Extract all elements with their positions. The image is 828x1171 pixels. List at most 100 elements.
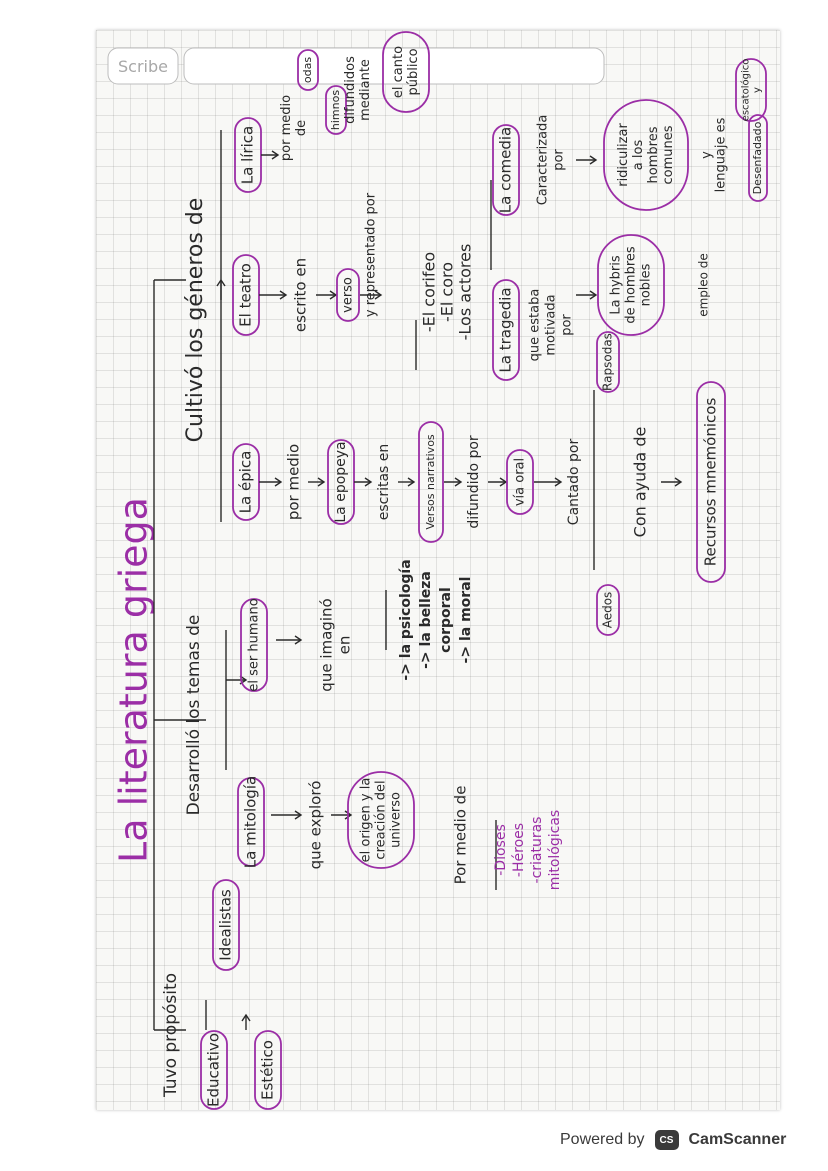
label-cantado: Cantado por xyxy=(566,439,582,526)
label-representado: y representado por xyxy=(364,192,379,317)
node-escatologico-bubble xyxy=(735,58,767,122)
label-escritas-en: escritas en xyxy=(376,444,392,521)
camscanner-logo-icon: CS xyxy=(654,1130,679,1150)
node-rapsodas-bubble xyxy=(596,331,620,393)
list-ser-humano-line-2: corporal xyxy=(438,587,454,653)
label-por-medio-de: Por medio de xyxy=(452,786,470,885)
node-odas-bubble xyxy=(297,49,319,91)
node-estetico: Estético xyxy=(259,1040,277,1100)
label-que-estaba-line-2: por xyxy=(560,314,575,336)
diagram-title: La literatura griega xyxy=(112,497,156,863)
node-mitologia: La mitología xyxy=(242,776,260,868)
label-con-ayuda: Con ayuda de xyxy=(631,427,650,538)
branch-label-temas: Desarrolló los temas de xyxy=(184,615,204,816)
node-origen-line-0: el origen y la xyxy=(359,778,374,863)
label-escritas-en: escritas en xyxy=(376,444,392,521)
branch-label-generos: Cultivó los géneros de xyxy=(183,198,208,443)
label-que-estaba-line-1: motivada xyxy=(544,294,559,355)
list-mitologia-line-1: -Héroes xyxy=(511,823,527,877)
node-aedos-bubble xyxy=(596,584,620,636)
list-roles-line-2: -Los actores xyxy=(456,244,475,341)
arrow-versos-head xyxy=(454,477,463,487)
branch-label-temas: Desarrolló los temas de xyxy=(184,615,204,816)
node-educativo: Educativo xyxy=(205,1033,223,1107)
node-via-oral: vía oral xyxy=(513,458,528,506)
label-difundidos-line-1: mediante xyxy=(358,59,373,121)
node-versos-narrativos: Versos narrativos xyxy=(424,434,437,530)
label-por-medio-de: Por medio de xyxy=(452,786,470,885)
notebook-header-field xyxy=(183,47,605,85)
camscanner-brand-text: CamScanner xyxy=(688,1131,787,1148)
node-epica: La épica xyxy=(237,451,255,514)
node-canto-publico-line-1: público xyxy=(406,48,421,95)
node-aedos: Aedos xyxy=(601,592,615,629)
node-idealistas: Idealistas xyxy=(217,889,235,961)
label-que-exploro: que exploró xyxy=(307,781,325,870)
node-rapsodas: Rapsodas xyxy=(601,333,615,391)
node-lirica: La lírica xyxy=(239,126,257,184)
arrow-proposito-head xyxy=(241,1013,251,1022)
node-epopeya: La epopeya xyxy=(333,441,349,522)
node-canto-publico-line-0: el canto xyxy=(391,46,406,98)
node-ridiculizar-line-1: a los xyxy=(631,140,646,171)
list-mitologia-line-3: mitológicas xyxy=(547,810,563,890)
list-mitologia-line-2: -criaturas xyxy=(529,817,545,884)
node-recursos-mnemonicos: Recursos mnemónicos xyxy=(702,398,720,567)
node-via-oral: vía oral xyxy=(513,458,528,506)
diagram-title: La literatura griega xyxy=(112,497,156,863)
label-que-imagino-line-0: que imaginó xyxy=(318,598,336,691)
node-verso: verso xyxy=(341,277,356,313)
branch-label-proposito: Tuvo propósito xyxy=(161,973,181,1098)
node-educativo: Educativo xyxy=(205,1033,223,1107)
node-estetico: Estético xyxy=(259,1040,277,1100)
list-mitologia-line-0: -Dioses xyxy=(493,824,509,876)
arrow-caracterizada-head xyxy=(589,155,598,165)
node-origen-bubble xyxy=(347,771,415,869)
node-comedia: La comedia xyxy=(497,127,515,213)
arrow-via-oral-head xyxy=(554,477,563,487)
label-escrito-en: escrito en xyxy=(292,258,310,332)
node-teatro: El teatro xyxy=(237,263,255,327)
arrow-lirica-head xyxy=(271,150,280,160)
label-que-imagino-line-1: en xyxy=(336,636,354,655)
label-que-exploro: que exploró xyxy=(307,781,325,870)
node-verso-bubble xyxy=(336,268,360,322)
node-comedia-bubble xyxy=(492,124,520,216)
arrow-con-ayuda-head xyxy=(674,477,683,487)
label-con-ayuda: Con ayuda de xyxy=(631,427,650,538)
arrow-escrito-head xyxy=(329,290,338,300)
node-estetico-bubble xyxy=(254,1030,282,1110)
node-ridiculizar-line-0: ridiculizar xyxy=(616,123,631,187)
node-ridiculizar-bubble xyxy=(603,99,689,211)
node-himnos-bubble xyxy=(325,85,347,135)
arrow-mitologia-head xyxy=(294,810,303,820)
list-ser-humano-line-0: -> la psicología xyxy=(398,559,414,680)
label-epica-por-medio: por medio xyxy=(285,444,303,520)
node-mitologia: La mitología xyxy=(242,776,260,868)
node-hybris-line-0: La hybris xyxy=(609,255,624,314)
arrow-epopeya-head xyxy=(364,477,373,487)
list-roles: -El corifeo-El coro-Los actores xyxy=(420,244,475,341)
label-empleo-de: empleo de xyxy=(697,253,711,317)
node-lirica: La lírica xyxy=(239,126,257,184)
label-y-lenguaje-line-1: lenguaje es xyxy=(714,117,729,192)
node-desenfadado: Desenfadado xyxy=(751,121,764,194)
node-versos-narrativos-bubble xyxy=(418,421,444,543)
node-rapsodas: Rapsodas xyxy=(601,333,615,391)
label-cantado: Cantado por xyxy=(566,439,582,526)
node-himnos: himnos xyxy=(329,90,342,130)
label-caracterizada-line-0: Caracterizada xyxy=(536,115,551,206)
node-verso: verso xyxy=(341,277,356,313)
arrow-por-medio-head xyxy=(317,477,326,487)
node-via-oral-bubble xyxy=(506,449,534,515)
list-roles-line-1: -El coro xyxy=(438,262,457,322)
node-recursos-mnemonicos-bubble xyxy=(696,381,726,583)
node-tragedia-bubble xyxy=(492,279,520,381)
camscanner-footer: Powered by CS CamScanner xyxy=(560,1124,786,1156)
